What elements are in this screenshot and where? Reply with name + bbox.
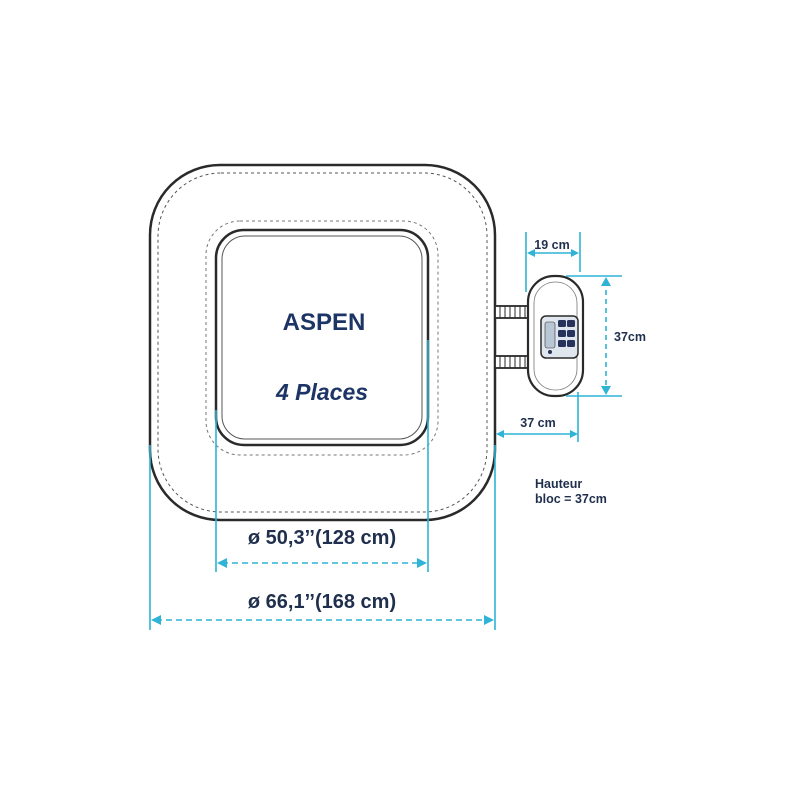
height-note-line2: bloc = 37cm [535, 492, 607, 506]
tub-inner-stitching [205, 220, 439, 456]
inner-arrow-left [217, 558, 227, 568]
tub-inner-edge [221, 235, 423, 440]
control-indicator-icon [548, 350, 552, 354]
pump-top-arrow-left [527, 249, 535, 257]
pump-height-arrow-bottom [601, 386, 611, 395]
pump-bottom-width-label: 37 cm [520, 416, 555, 430]
control-button-2 [567, 320, 575, 327]
control-button-1 [558, 320, 566, 327]
pump-bottom-arrow-left [496, 430, 504, 438]
control-panel-display [544, 321, 556, 349]
inner-diameter-label: ø 50,3’’(128 cm) [248, 527, 396, 549]
pump-hose [494, 305, 532, 369]
control-button-6 [567, 340, 575, 347]
pump-height-arrow-top [601, 277, 611, 286]
outer-arrow-left [151, 615, 161, 625]
spa-tub [148, 163, 497, 522]
tub-outer-stitching [157, 172, 488, 513]
dimension-lines [149, 232, 622, 630]
control-button-5 [558, 340, 566, 347]
tub-inner-basin [214, 228, 430, 447]
pump-bottom-arrow-right [570, 430, 578, 438]
pump-height-label: 37cm [614, 330, 646, 344]
outer-arrow-right [484, 615, 494, 625]
pump-unit [526, 274, 585, 398]
control-button-3 [558, 330, 566, 337]
pump-top-arrow-right [571, 249, 579, 257]
outer-diameter-label: ø 66,1’’(168 cm) [248, 591, 396, 613]
product-name: ASPEN [283, 309, 366, 336]
product-capacity: 4 Places [275, 379, 368, 405]
control-button-4 [567, 330, 575, 337]
height-note-line1: Hauteur [535, 477, 582, 491]
pump-top-width-label: 19 cm [534, 238, 569, 252]
inner-arrow-right [417, 558, 427, 568]
